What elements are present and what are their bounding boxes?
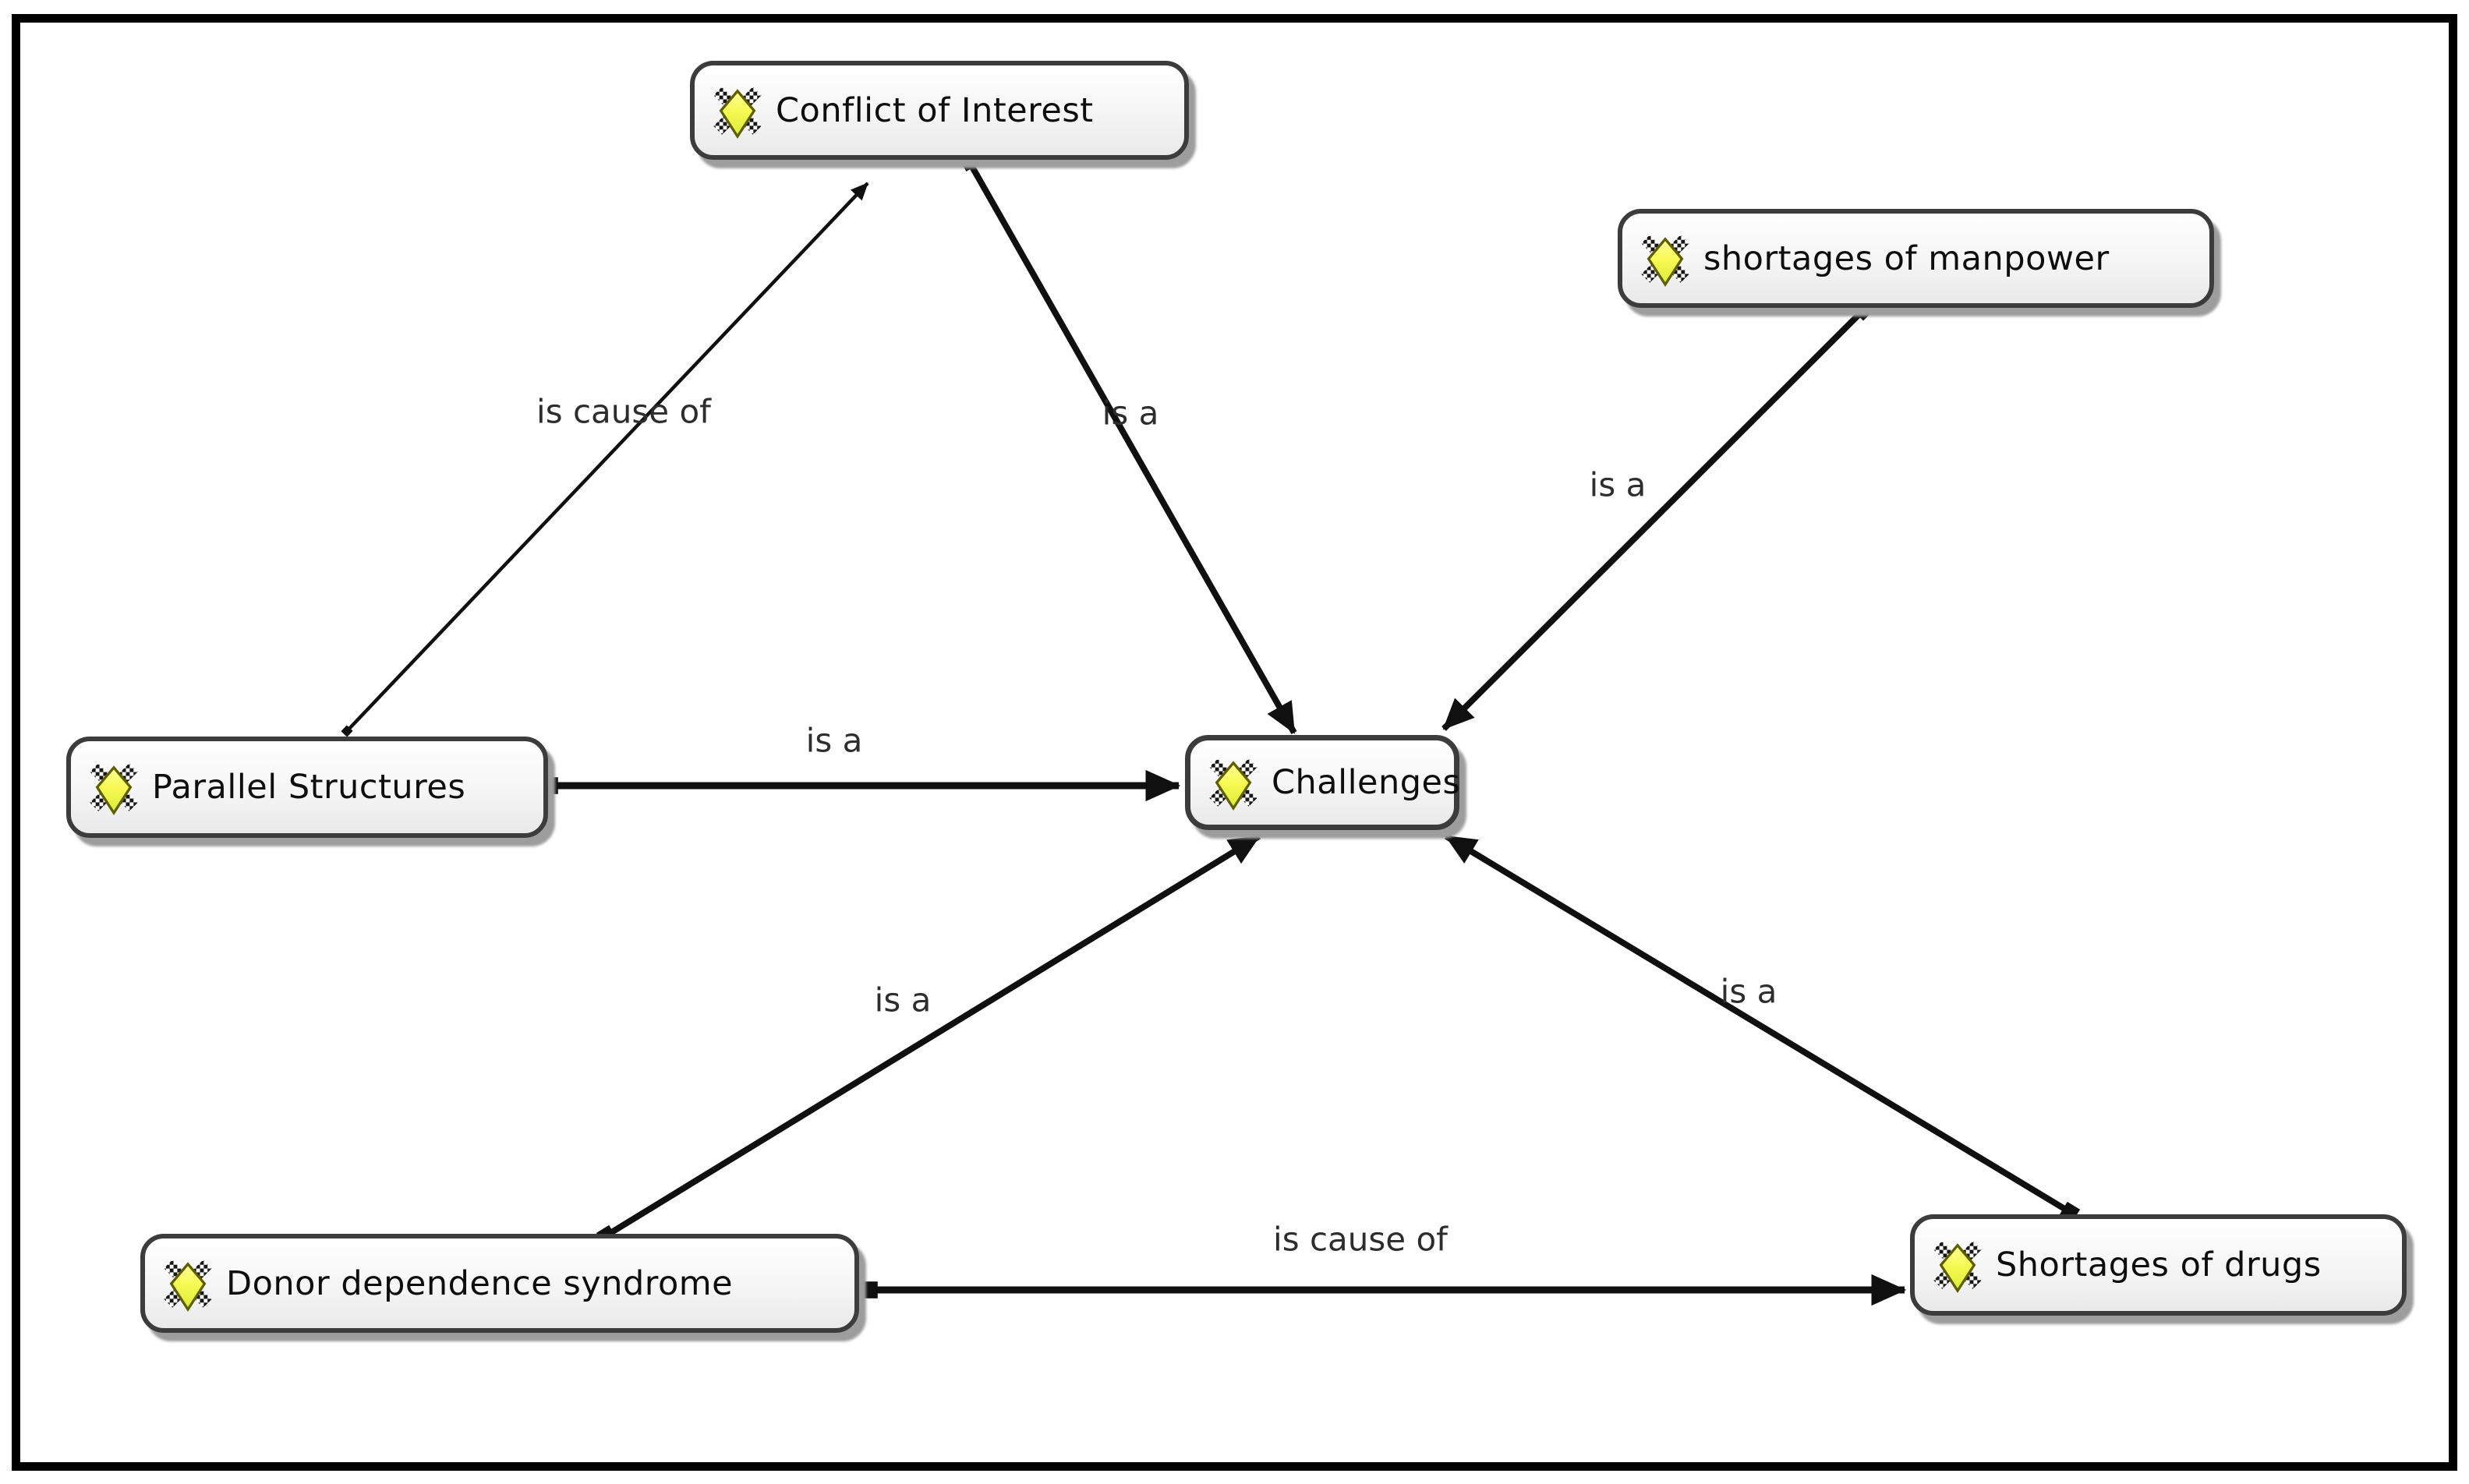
node-label: Shortages of drugs <box>1996 1246 2322 1284</box>
diagram-frame <box>12 14 2457 1471</box>
node-shortages-of-drugs[interactable]: Shortages of drugs <box>1910 1214 2407 1316</box>
edge-label-parallel-to-conflict[interactable]: is cause of <box>536 392 711 431</box>
node-label: Conflict of Interest <box>776 90 1094 130</box>
node-label: shortages of manpower <box>1703 238 2110 278</box>
edge-parallel-structures-to-conflict-of-interest[interactable] <box>341 182 869 737</box>
node-parallel-structures[interactable]: Parallel Structures <box>66 737 548 838</box>
edge-label-parallel-to-challenges[interactable]: is a <box>805 721 863 760</box>
edge-shortages-of-drugs-to-challenges[interactable] <box>1444 833 2081 1223</box>
edge-conflict-of-interest-to-challenges[interactable] <box>958 150 1297 734</box>
node-label: Challenges <box>1272 763 1461 802</box>
edge-label-manpower-to-challenges[interactable]: is a <box>1589 465 1647 504</box>
edge-donor-dependence-syndrome-to-challenges[interactable] <box>596 833 1261 1246</box>
code-diamond-icon <box>1208 752 1259 813</box>
code-diamond-icon <box>88 757 140 818</box>
node-conflict-of-interest[interactable]: Conflict of Interest <box>690 61 1189 160</box>
code-diamond-icon <box>1640 228 1691 289</box>
code-diamond-icon <box>1932 1235 1983 1295</box>
node-label: Donor dependence syndrome <box>226 1263 734 1303</box>
code-diamond-icon <box>162 1253 214 1314</box>
edge-label-donor-to-challenges[interactable]: is a <box>874 980 932 1019</box>
edge-shortages-of-manpower-to-challenges[interactable] <box>1441 299 1874 731</box>
edge-label-conflict-to-challenges[interactable]: is a <box>1102 394 1159 433</box>
code-diamond-icon <box>712 80 763 141</box>
node-label: Parallel Structures <box>152 768 466 807</box>
node-donor-dependence-syndrome[interactable]: Donor dependence syndrome <box>140 1234 859 1333</box>
edge-label-drugs-to-challenges[interactable]: is a <box>1720 972 1777 1011</box>
node-challenges[interactable]: Challenges <box>1185 735 1461 830</box>
edge-label-donor-to-drugs[interactable]: is cause of <box>1273 1220 1448 1259</box>
node-shortages-of-manpower[interactable]: shortages of manpower <box>1618 209 2214 308</box>
